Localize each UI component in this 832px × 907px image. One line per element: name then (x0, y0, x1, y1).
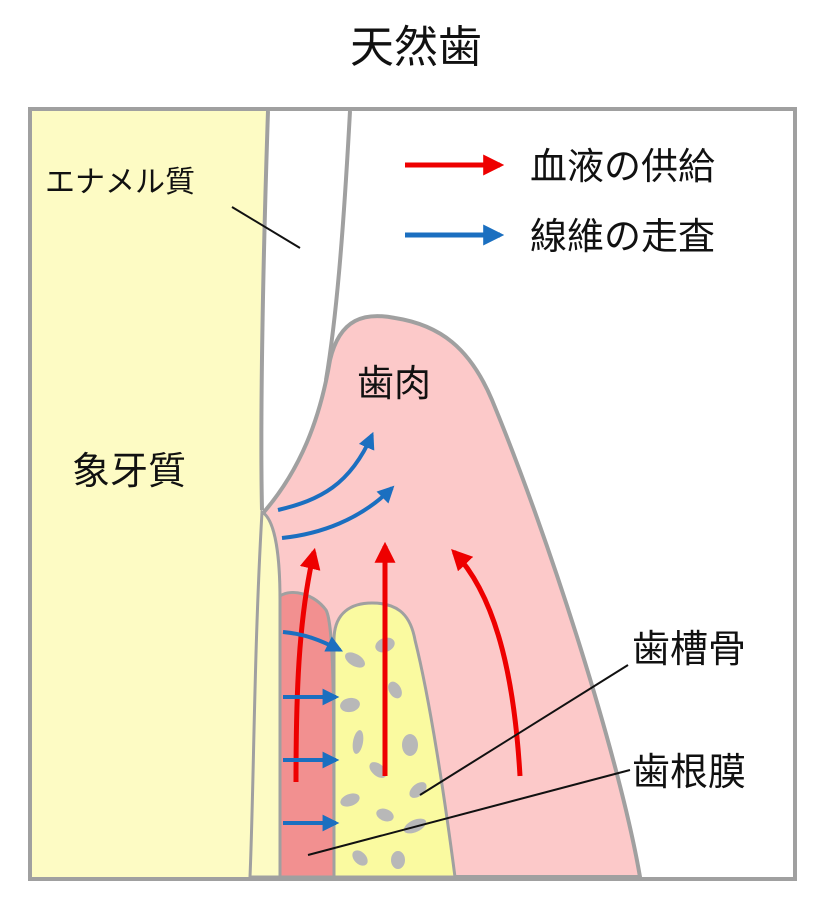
dentin-label: 象牙質 (72, 449, 186, 493)
diagram-title: 天然歯 (350, 22, 482, 73)
legend-fiber-label: 線維の走査 (530, 215, 715, 258)
dentin-region (32, 111, 268, 877)
gingiva-label: 歯肉 (357, 362, 431, 405)
legend-blood-label: 血液の供給 (530, 145, 715, 188)
alveolar-bone-label: 歯槽骨 (632, 627, 746, 671)
periodontal-ligament-label: 歯根膜 (632, 750, 746, 794)
enamel-label: エナメル質 (45, 165, 195, 200)
